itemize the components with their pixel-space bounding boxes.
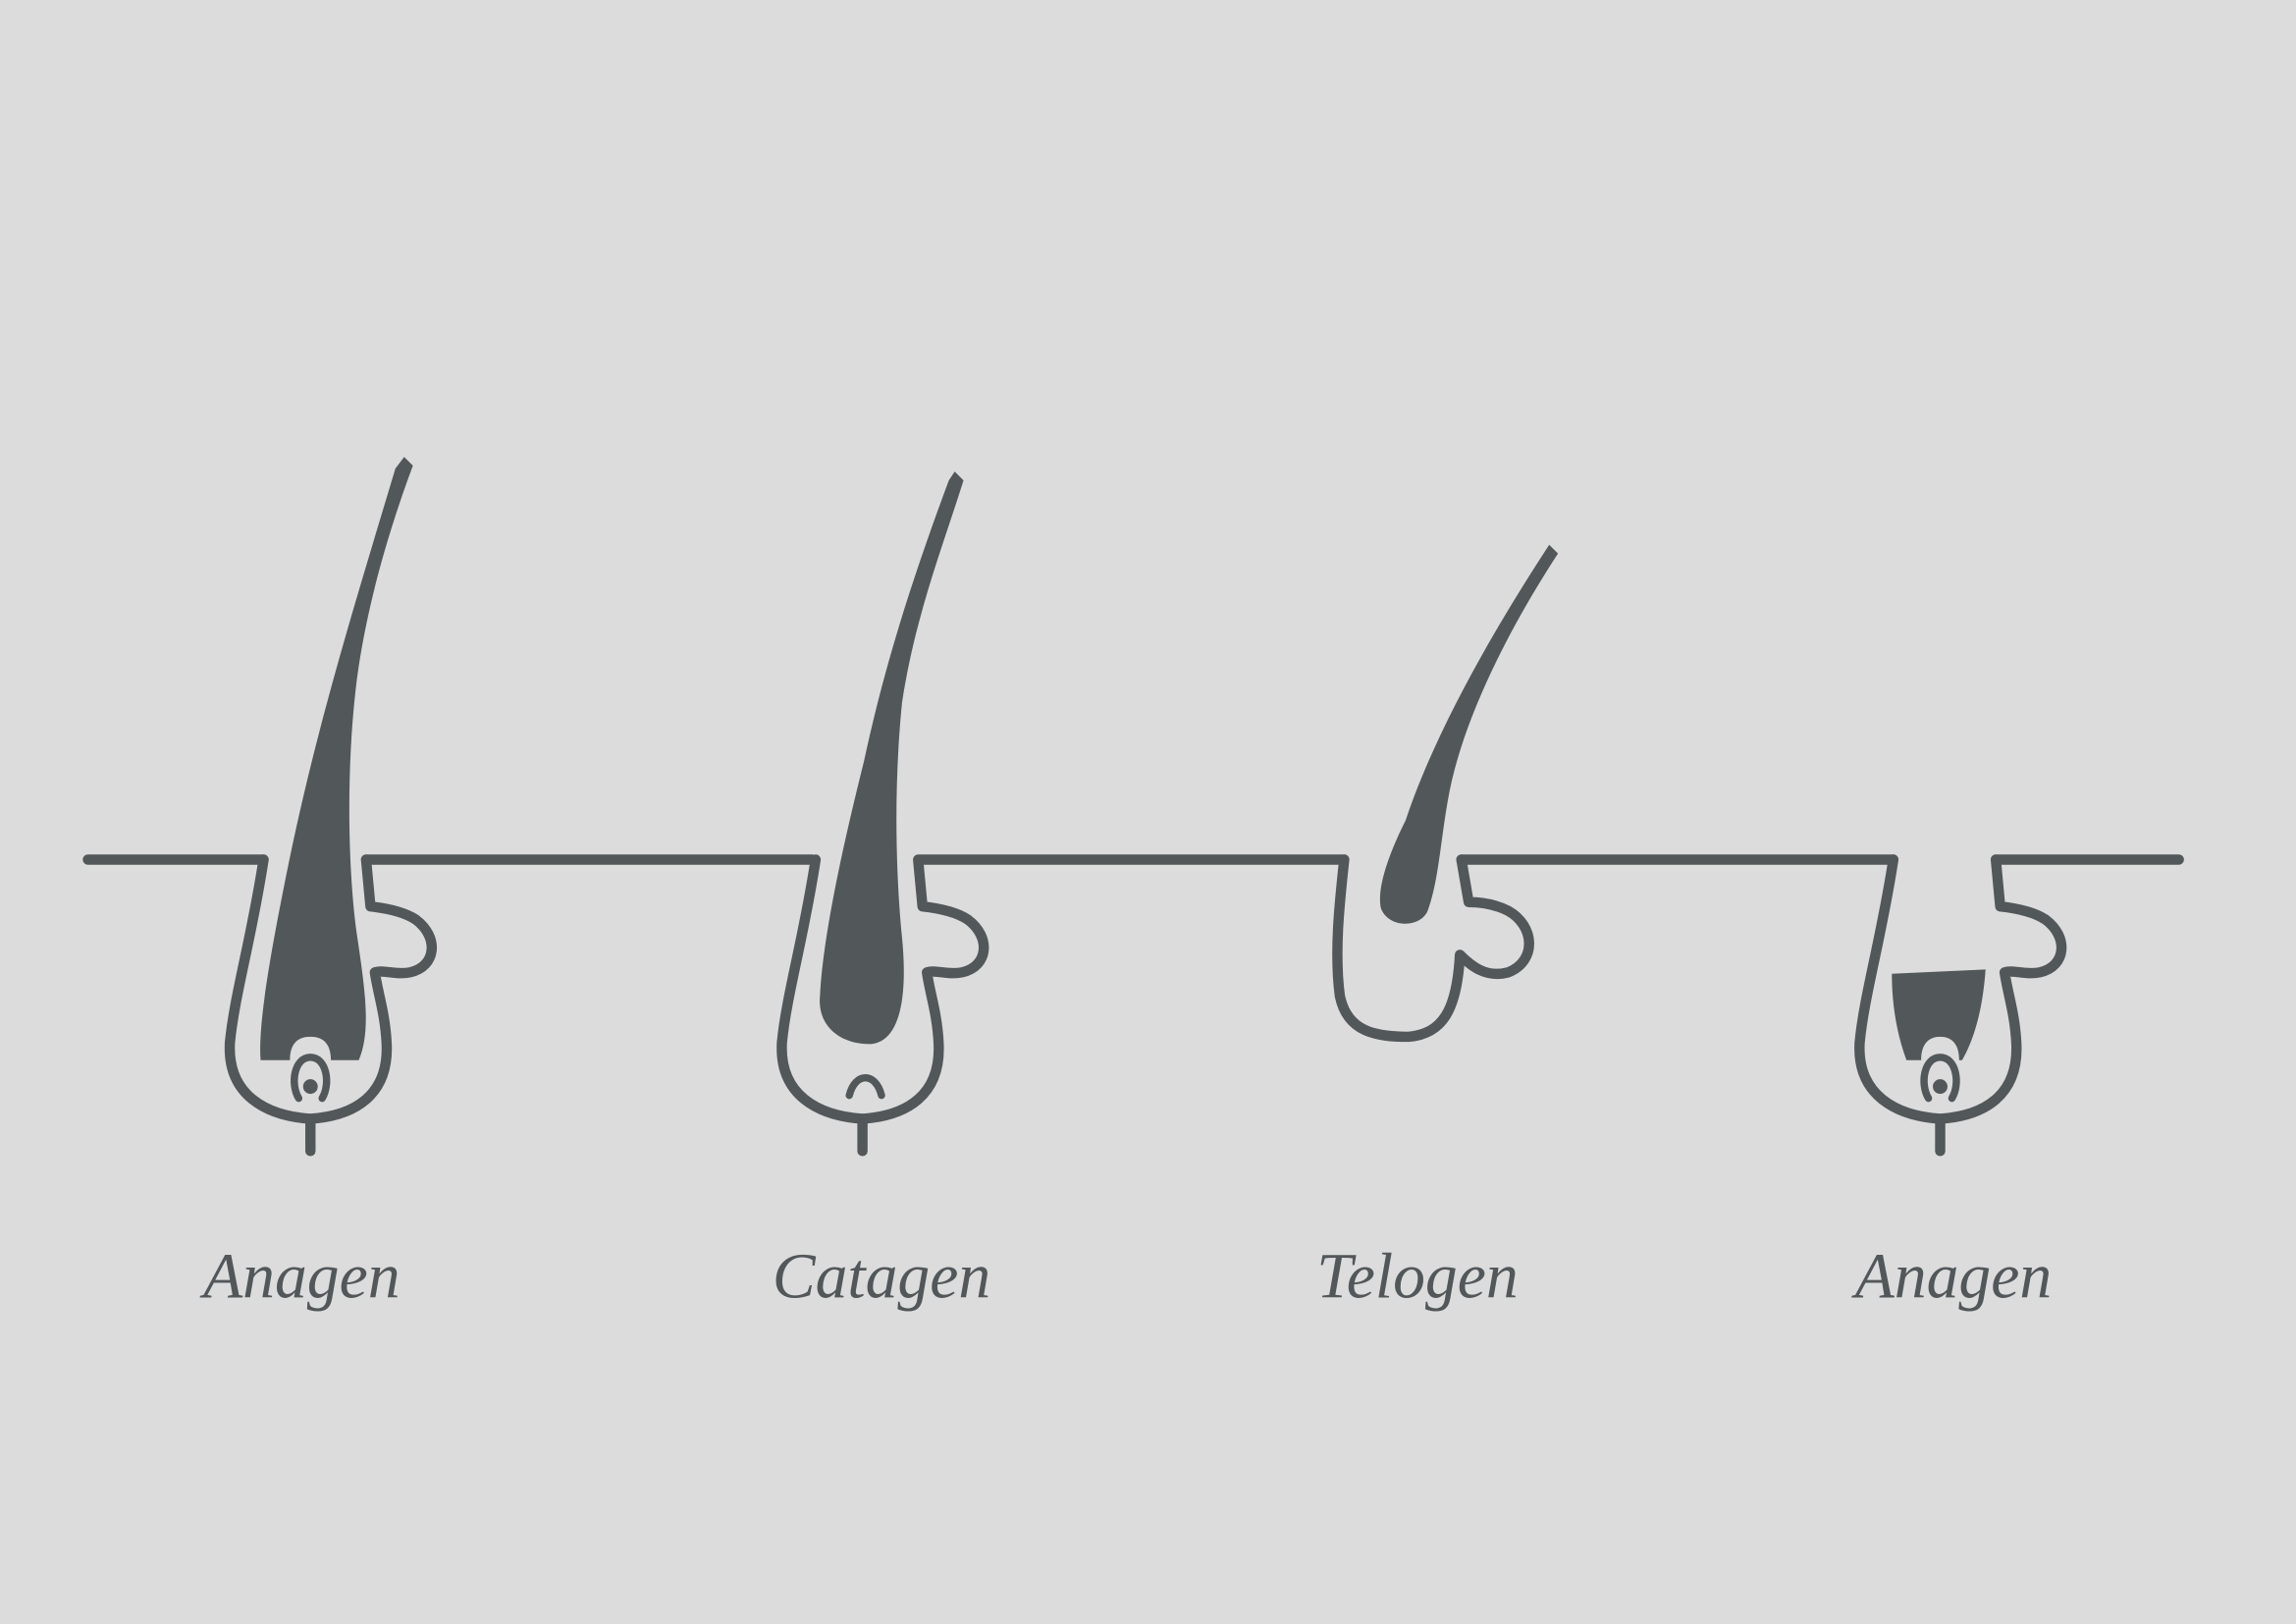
follicle-anagen bbox=[230, 457, 432, 1157]
stage-label-anagen-new: Anagen bbox=[1851, 1241, 2052, 1312]
stage-label-anagen: Anagen bbox=[199, 1241, 400, 1312]
follicle-catagen bbox=[781, 471, 984, 1157]
hair-shaft bbox=[260, 457, 413, 1060]
hair-shaft bbox=[820, 471, 964, 1045]
stage-label-telogen: Telogen bbox=[1316, 1241, 1518, 1312]
follicle-anagen-new bbox=[1859, 859, 2061, 1157]
stage-label-catagen: Catagen bbox=[773, 1241, 990, 1312]
follicle-telogen bbox=[1332, 544, 1559, 1043]
dermal-papilla bbox=[845, 1074, 885, 1100]
papilla-core bbox=[302, 1079, 318, 1095]
new-hair bbox=[1892, 969, 1986, 1060]
club-hair bbox=[1379, 544, 1559, 924]
follicle-outline bbox=[1332, 854, 1534, 1043]
papilla-core bbox=[1933, 1079, 1948, 1095]
